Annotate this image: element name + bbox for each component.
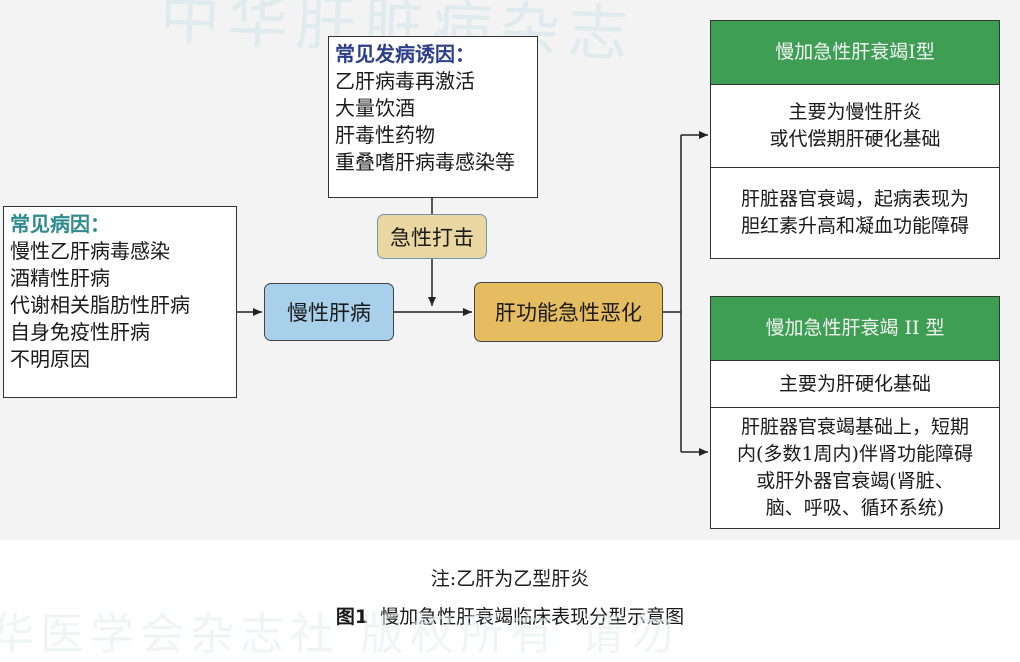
caption-text: 慢加急性肝衰竭临床表现分型示意图 <box>380 606 685 628</box>
figure-caption: 图1 慢加急性肝衰竭临床表现分型示意图 <box>0 602 1020 629</box>
type1-title: 慢加急性肝衰竭I型 <box>711 21 999 85</box>
cause-item: 不明原因 <box>10 347 90 371</box>
causes-box: 常见病因： 慢性乙肝病毒感染 酒精性肝病 代谢相关脂肪性肝病 自身免疫性肝病 不… <box>3 206 237 398</box>
connector-arrows <box>237 131 708 456</box>
watermark-bottom: 华医学会杂志社 版权所有 请勿 <box>0 609 680 660</box>
type2-basis: 主要为肝硬化基础 <box>711 361 999 408</box>
trigger-item: 大量饮酒 <box>335 96 415 120</box>
type2-feature: 肝脏器官衰竭基础上，短期 内(多数1周内)伴肾功能障碍 或肝外器官衰竭(肾脏、 … <box>737 415 973 519</box>
caption-label: 图1 <box>335 606 369 628</box>
causes-heading: 常见病因： <box>10 212 110 236</box>
chronic-liver-node: 慢性肝病 <box>264 283 394 341</box>
triggers-heading: 常见发病诱因： <box>335 42 475 66</box>
cause-item: 自身免疫性肝病 <box>10 320 150 344</box>
diagram-area: 中华肝脏病杂志 常见发病诱因： 乙肝病毒再激活 大量饮酒 肝毒性药物 <box>0 0 1020 540</box>
triggers-box: 常见发病诱因： 乙肝病毒再激活 大量饮酒 肝毒性药物 重叠嗜肝病毒感染等 <box>328 36 538 198</box>
trigger-item: 重叠嗜肝病毒感染等 <box>335 150 515 174</box>
type1-feature: 肝脏器官衰竭，起病表现为 胆红素升高和凝血功能障碍 <box>740 187 969 237</box>
acute-hit-node: 急性打击 <box>377 214 487 259</box>
deterioration-node: 肝功能急性恶化 <box>474 282 663 342</box>
type1-basis: 主要为慢性肝炎 或代偿期肝硬化基础 <box>711 85 999 168</box>
type2-title: 慢加急性肝衰竭 II 型 <box>711 297 999 361</box>
trigger-item: 乙肝病毒再激活 <box>335 69 475 93</box>
figure-note: 注:乙肝为乙型肝炎 <box>430 568 590 590</box>
cause-item: 代谢相关脂肪性肝病 <box>10 293 190 317</box>
cause-item: 慢性乙肝病毒感染 <box>10 239 170 263</box>
type1-group: 慢加急性肝衰竭I型 主要为慢性肝炎 或代偿期肝硬化基础 肝脏器官衰竭，起病表现为… <box>710 20 1000 259</box>
trigger-item: 肝毒性药物 <box>335 123 435 147</box>
type2-group: 慢加急性肝衰竭 II 型 主要为肝硬化基础 肝脏器官衰竭基础上，短期 内(多数1… <box>710 296 1000 529</box>
cause-item: 酒精性肝病 <box>10 266 110 290</box>
